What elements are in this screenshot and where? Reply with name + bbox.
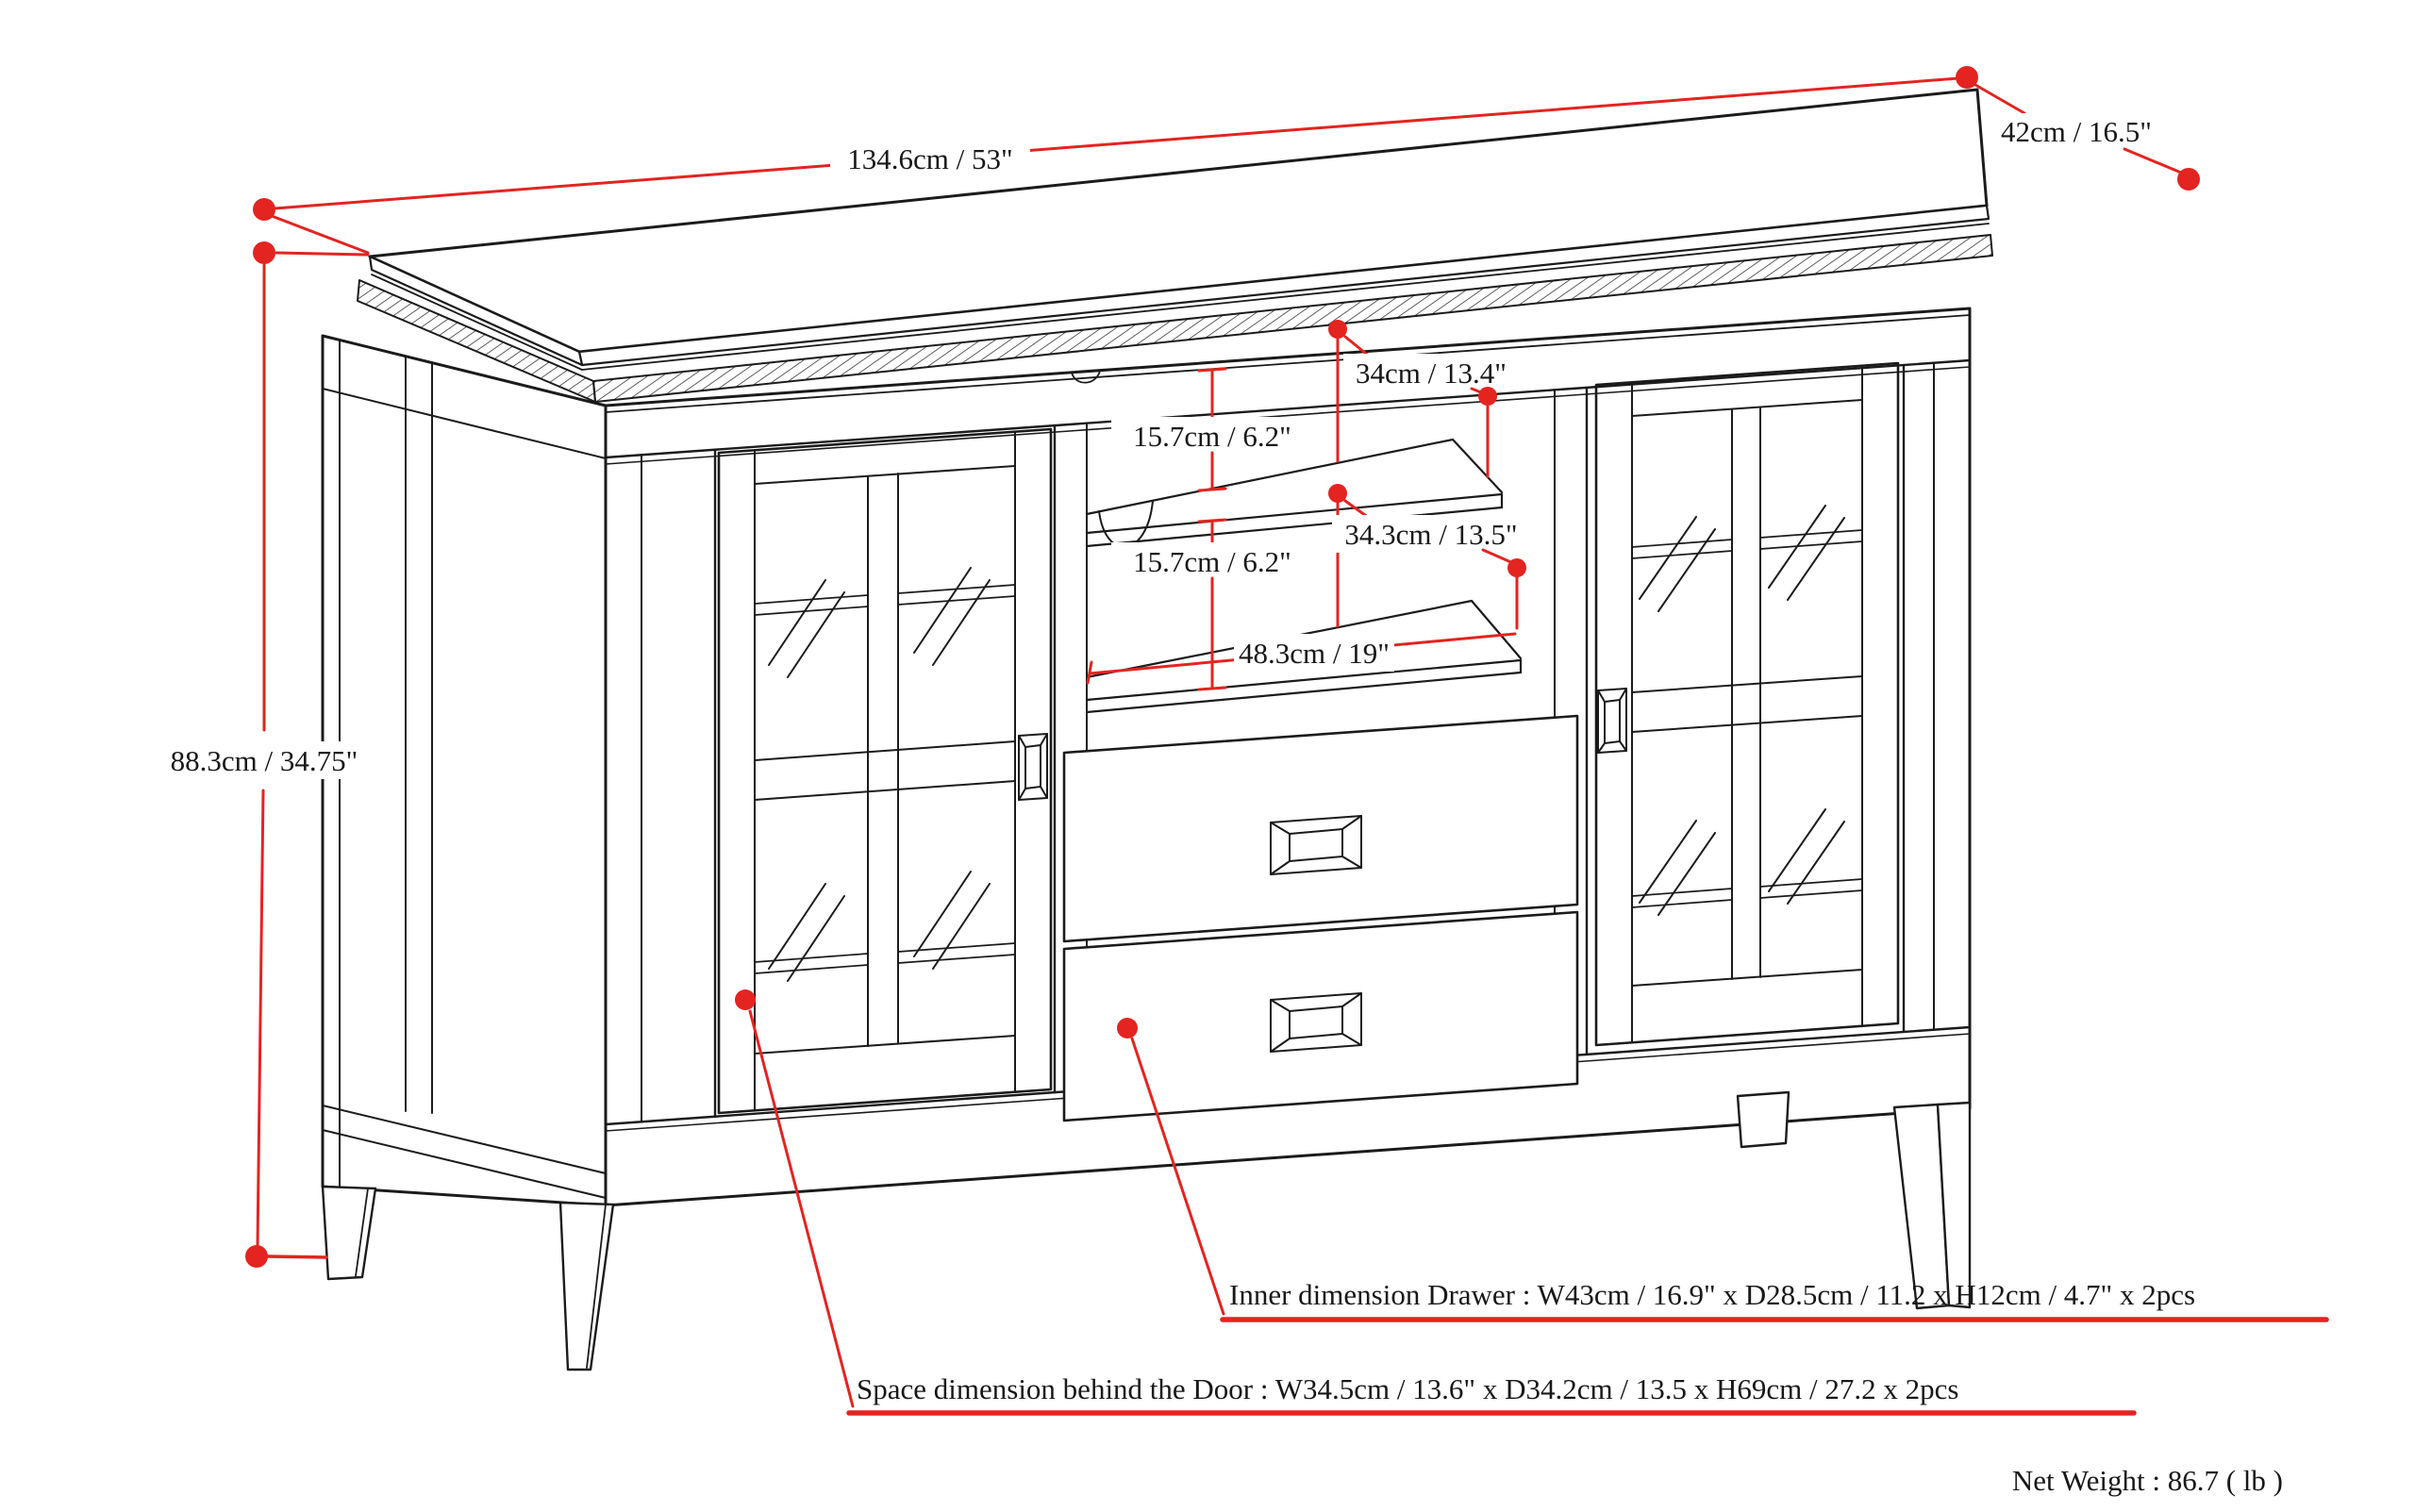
top-drawer-pull (1270, 815, 1362, 875)
center-open-shelves (1071, 370, 1523, 714)
dim-label-overall-height: 88.3cm / 34.75" (171, 744, 358, 777)
front-left-leg (558, 1201, 615, 1371)
top-molding (357, 234, 1993, 403)
bottom-drawer (1062, 910, 1579, 1122)
legs (321, 1090, 1972, 1371)
dim-shelf-spacing: 15.7cm / 6.2" 15.7cm / 6.2" (1111, 367, 1313, 691)
dim-shelf-depth-upper: 34cm / 13.4" (1328, 320, 1519, 478)
rear-left-leg (321, 1185, 377, 1281)
cabinet (321, 88, 1993, 1371)
dim-label-shelf-depth-lower: 34.3cm / 13.5" (1344, 518, 1517, 551)
dim-label-overall-width: 134.6cm / 53" (847, 142, 1012, 175)
dim-label-shelf-gap-upper: 15.7cm / 6.2" (1133, 420, 1291, 453)
left-glass-door (717, 427, 1053, 1115)
dim-overall-width: 134.6cm / 53" (253, 66, 1978, 255)
right-door-shelf-lines (1631, 529, 1863, 908)
left-door-glass-shine (768, 567, 991, 982)
dim-label-shelf-depth-upper: 34cm / 13.4" (1356, 357, 1507, 390)
drawer-note-leader (1117, 1018, 2329, 1322)
right-door-glass-shine (1639, 505, 1845, 916)
bottom-drawer-pull (1270, 992, 1362, 1053)
dim-opening-width: 48.3cm / 19" (1086, 632, 1517, 685)
door-note-leader (735, 989, 2137, 1416)
notes: Inner dimension Drawer : W43cm / 16.9" x… (857, 1278, 2283, 1497)
dim-overall-height: 88.3cm / 34.75" (157, 241, 372, 1268)
note-door-space-dimension: Space dimension behind the Door : W34.5c… (857, 1372, 1958, 1405)
cable-notch (1071, 370, 1101, 384)
dim-top-depth: 42cm / 16.5" (1974, 83, 2200, 191)
cabinet-top-surface (368, 88, 1990, 371)
right-door-handle (1597, 688, 1627, 754)
rear-right-leg (1936, 1101, 1972, 1309)
note-net-weight: Net Weight : 86.7 ( lb ) (2012, 1464, 2283, 1497)
dim-shelf-depth-lower: 34.3cm / 13.5" (1328, 484, 1530, 630)
center-support-foot (1736, 1090, 1790, 1149)
note-drawer-inner-dimension: Inner dimension Drawer : W43cm / 16.9" x… (1229, 1278, 2195, 1311)
dim-label-shelf-gap-lower: 15.7cm / 6.2" (1133, 545, 1291, 578)
left-door-handle (1018, 733, 1048, 801)
left-side-panel (321, 334, 608, 1207)
drawer-section (1062, 714, 1579, 1122)
dimension-annotations: 134.6cm / 53" 42cm / 16.5" 88.3cm / 34.7… (157, 66, 2329, 1416)
top-drawer (1062, 714, 1579, 943)
right-glass-door (1594, 361, 1900, 1047)
dim-label-top-depth: 42cm / 16.5" (2001, 115, 2152, 148)
dim-label-opening-width: 48.3cm / 19" (1239, 637, 1390, 670)
